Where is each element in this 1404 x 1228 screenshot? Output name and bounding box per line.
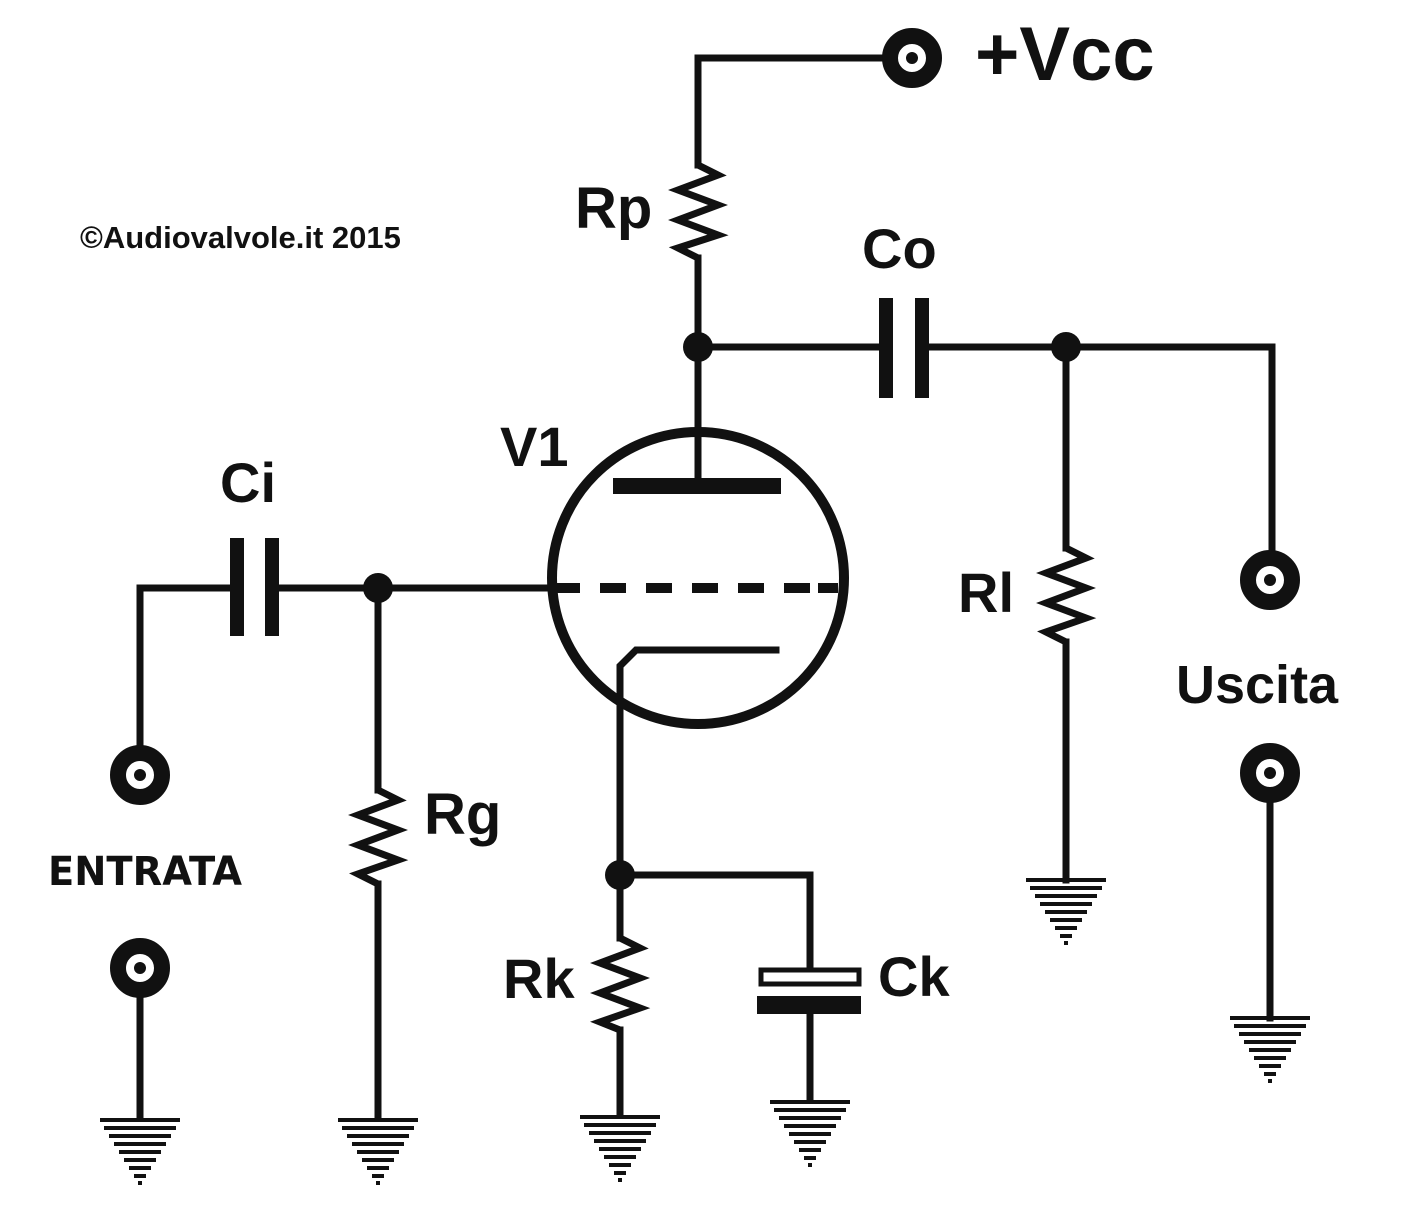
capacitor-ck-plate-negative bbox=[757, 996, 861, 1014]
wire-co-out bbox=[922, 343, 1276, 564]
label-rp: Rp bbox=[575, 176, 652, 241]
label-uscita: Uscita bbox=[1176, 655, 1339, 715]
capacitor-ck-plate-positive bbox=[758, 967, 862, 987]
terminal-vcc bbox=[882, 28, 942, 88]
wire-node-ck bbox=[616, 871, 814, 972]
capacitor-ci-plate-left bbox=[230, 538, 244, 636]
junction-cathode bbox=[605, 860, 635, 890]
label-ci: Ci bbox=[220, 451, 276, 514]
label-entrata: ENTRATA bbox=[48, 849, 242, 895]
grid-dash bbox=[738, 583, 764, 593]
capacitor-co-plate-left bbox=[879, 298, 893, 398]
terminal-entrata-top bbox=[110, 745, 170, 805]
ground-ck bbox=[770, 1100, 850, 1167]
grid-dash bbox=[600, 583, 626, 593]
grid-dash bbox=[646, 583, 672, 593]
ground-rk bbox=[580, 1115, 660, 1182]
terminal-uscita-bottom bbox=[1240, 743, 1300, 803]
resistor-rg bbox=[348, 786, 409, 888]
tube-envelope bbox=[547, 427, 849, 729]
label-rk: Rk bbox=[503, 947, 575, 1010]
junction-plate bbox=[683, 332, 713, 362]
grid-dash bbox=[692, 583, 718, 593]
label-co: Co bbox=[862, 217, 937, 280]
wires bbox=[136, 54, 1276, 1122]
tube-grid bbox=[554, 583, 838, 593]
grid-dash bbox=[784, 583, 810, 593]
wire-vcc bbox=[694, 54, 916, 169]
label-v1: V1 bbox=[500, 415, 569, 478]
grid-dash bbox=[818, 583, 838, 593]
wire-entrata-ci bbox=[136, 584, 238, 756]
resistor-rk bbox=[590, 934, 651, 1034]
vacuum-tube-v1 bbox=[547, 427, 849, 729]
label-vcc: +Vcc bbox=[975, 12, 1155, 97]
capacitor-co-plate-right bbox=[915, 298, 929, 398]
label-ck: Ck bbox=[878, 945, 950, 1008]
ground-entrata bbox=[100, 1118, 180, 1185]
capacitor-co bbox=[879, 298, 929, 398]
grid-dash bbox=[554, 583, 580, 593]
resistor-rp bbox=[668, 161, 729, 262]
ground-rl bbox=[1026, 878, 1106, 945]
junction-output bbox=[1051, 332, 1081, 362]
capacitor-ci-plate-right bbox=[265, 538, 279, 636]
terminal-entrata-bottom bbox=[110, 938, 170, 998]
capacitor-ck bbox=[757, 967, 862, 1014]
wire-cathode bbox=[616, 646, 780, 879]
label-rl: Rl bbox=[958, 561, 1014, 624]
terminal-uscita-top bbox=[1240, 550, 1300, 610]
copyright-text: ©Audiovalvole.it 2015 bbox=[80, 220, 401, 255]
resistor-rl bbox=[1036, 544, 1097, 646]
label-rg: Rg bbox=[424, 782, 501, 847]
junction-grid bbox=[363, 573, 393, 603]
ground-uscita bbox=[1230, 1016, 1310, 1083]
capacitor-ci bbox=[230, 538, 279, 636]
ground-rg bbox=[338, 1118, 418, 1185]
tube-anode bbox=[613, 478, 781, 494]
